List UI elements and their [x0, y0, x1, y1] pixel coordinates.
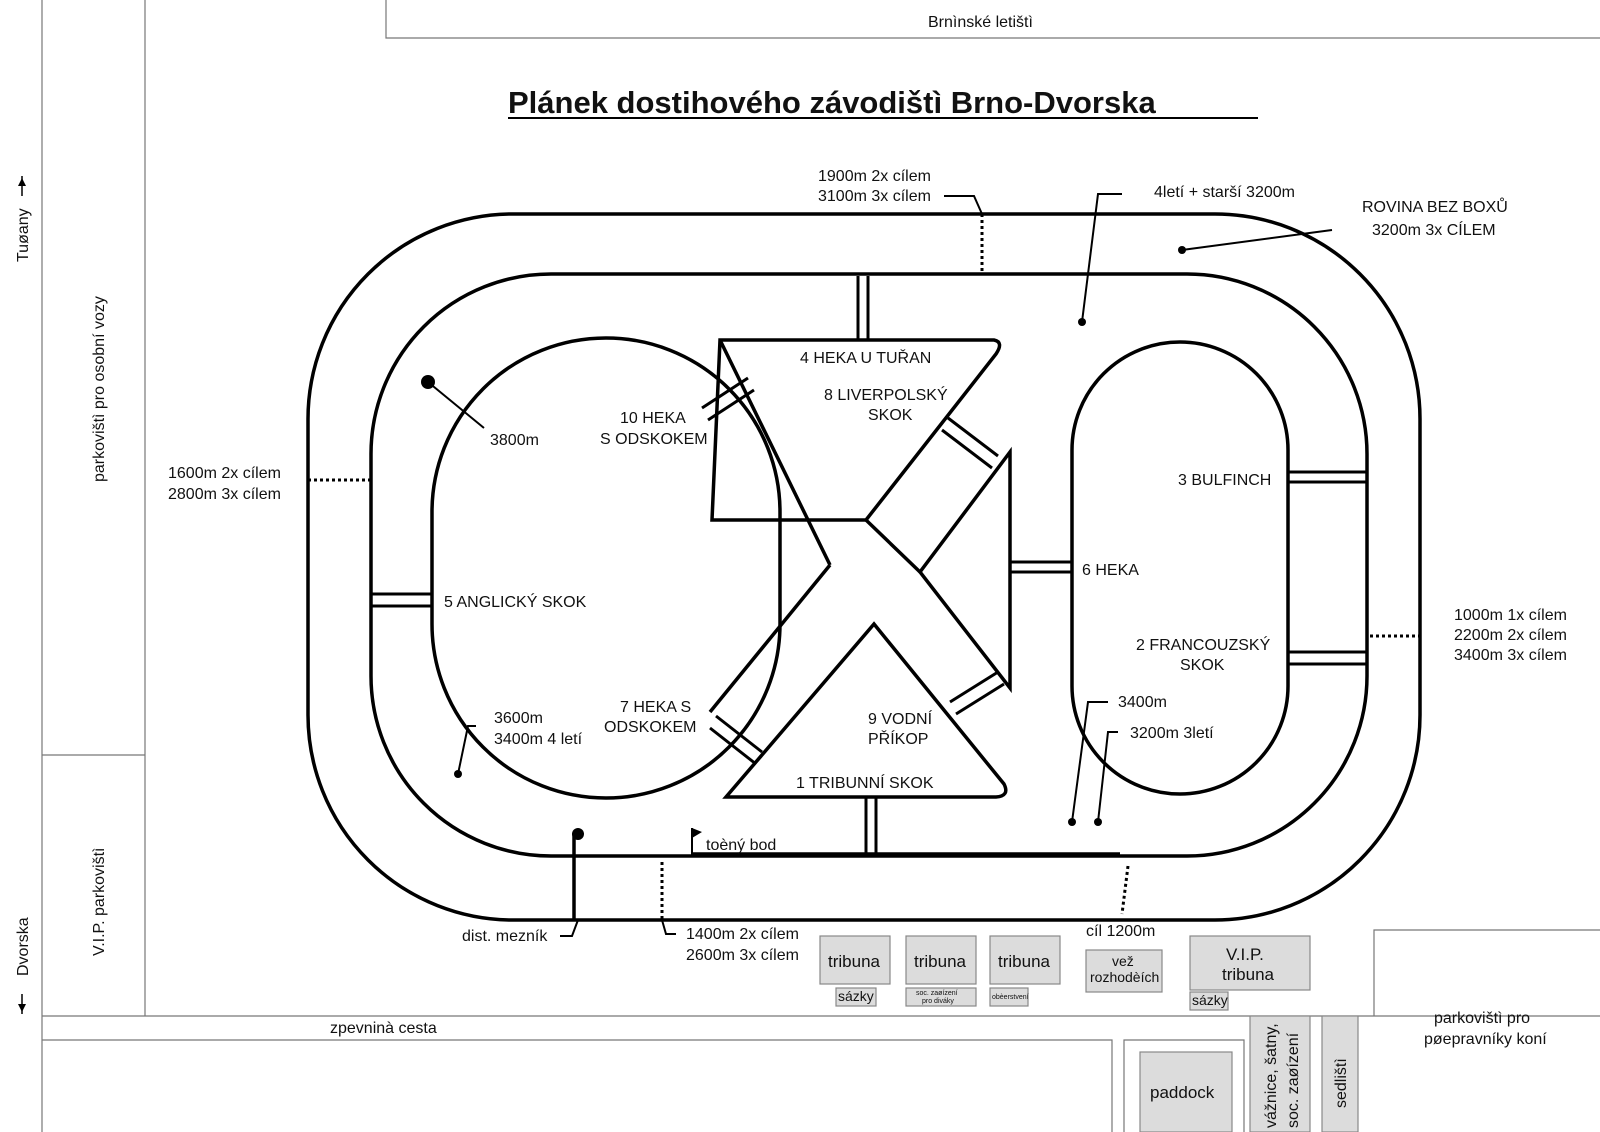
obstacle-5-label: 5 ANGLICKÝ SKOK [444, 592, 587, 611]
judges-tower-box [1085, 949, 1163, 993]
paved-road-label: zpevninà cesta [330, 1020, 437, 1037]
tribuna-2-box [905, 935, 977, 985]
rovina-label-1: ROVINA BEZ BOXŮ [1362, 197, 1508, 216]
obstacle-8-label-2: SKOK [868, 407, 913, 424]
social-label-1: soc. zaøízení [916, 990, 958, 997]
stables-box [1249, 1015, 1311, 1132]
dist-3600-label: 3600m [494, 710, 543, 727]
dist-marker-label: dist. mezník [462, 928, 548, 945]
tribuna-3-box [989, 935, 1061, 985]
stables-label-1: vážnice, šatny, [1263, 1023, 1280, 1128]
obstacle-9-label-2: PŘÍKOP [868, 729, 928, 748]
dist-1600-label: 1600m 2x cílem [168, 465, 281, 482]
obstacle-6-label: 6 HEKA [1082, 562, 1139, 579]
rovina-label-2: 3200m 3x CÍLEM [1372, 220, 1496, 239]
paddock-box [1139, 1051, 1233, 1132]
obstacle-7-label-1: 7 HEKA S [620, 699, 691, 716]
dvorska-road-label: Dvorska [15, 917, 32, 976]
horse-parking-label-2: pøepravníky koní [1424, 1031, 1547, 1048]
tribuna-1-label: tribuna [828, 952, 881, 971]
social-label-2: pro diváky [922, 998, 954, 1005]
vip-parking-label: V.I.P. parkovištì [91, 847, 108, 956]
dist-3400-3x-label: 3400m 3x cílem [1454, 647, 1567, 664]
dist-2600-label: 2600m 3x cílem [686, 947, 799, 964]
dist-3100-label: 3100m 3x cílem [818, 188, 931, 205]
start-markers [308, 214, 1420, 920]
dist-1000-label: 1000m 1x cílem [1454, 607, 1567, 624]
dist-2200-label: 2200m 2x cílem [1454, 627, 1567, 644]
judges-tower-label-1: vež [1112, 953, 1134, 969]
car-parking-label: parkovištì pro osobní vozy [91, 296, 108, 482]
betting-2-box [1189, 991, 1229, 1011]
dist-3400-label: 3400m [1118, 694, 1167, 711]
obstacle-10-label-2: S ODSKOKEM [600, 431, 708, 448]
betting-1-box [835, 987, 877, 1007]
vip-tribuna-label-1: V.I.P. [1226, 945, 1264, 964]
buildings [819, 935, 1359, 1132]
obstacle-3-label: 3 BULFINCH [1178, 472, 1271, 489]
obstacle-2-label-2: SKOK [1180, 657, 1225, 674]
vip-tribuna-box [1189, 935, 1311, 991]
dist-3400-4yr-label: 3400m 4 letí [494, 731, 583, 748]
dist-3800-label: 3800m [490, 432, 539, 449]
airport-label: Brnìnské letištì [928, 14, 1033, 31]
tribuna-2-label: tribuna [914, 952, 967, 971]
betting-2-label: sázky [1192, 992, 1228, 1008]
paddock-label: paddock [1150, 1083, 1215, 1102]
tribuna-1-box [819, 935, 891, 985]
obstacle-2-label-1: 2 FRANCOUZSKÝ [1136, 635, 1271, 654]
horse-parking-label-1: parkovištì pro [1434, 1010, 1530, 1027]
road-arrows [18, 176, 26, 1014]
saddling-label: sedlištì [1333, 1058, 1350, 1108]
tribuna-3-label: tribuna [998, 952, 1051, 971]
refreshments-label: obèerstvení [992, 994, 1029, 1001]
dist-3200-3yr-label: 3200m 3letí [1130, 725, 1214, 742]
dist-2800-label: 2800m 3x cílem [168, 486, 281, 503]
obstacle-bars [371, 276, 1366, 856]
vip-tribuna-label-2: tribuna [1222, 965, 1275, 984]
obstacle-7-label-2: ODSKOKEM [604, 719, 696, 736]
obstacle-4-label: 4 HEKA U TUŘAN [800, 348, 931, 367]
map-title: Plánek dostihového závodištì Brno-Dvorsk… [508, 85, 1156, 120]
obstacle-9-label-1: 9 VODNÍ [868, 709, 933, 728]
stables-label-2: soc. zaøízení [1285, 1032, 1302, 1128]
track-lines [306, 212, 1422, 922]
obstacle-10-label-1: 10 HEKA [620, 410, 686, 427]
saddling-box [1321, 1015, 1359, 1132]
betting-1-label: sázky [838, 988, 874, 1004]
tucany-road-label: Tuøany [15, 208, 32, 262]
judges-tower-label-2: rozhodèích [1090, 969, 1159, 985]
obstacle-1-label: 1 TRIBUNNÍ SKOK [796, 773, 934, 792]
social-box [905, 987, 977, 1007]
dist-1400-label: 1400m 2x cílem [686, 926, 799, 943]
finish-1200-label: cíl 1200m [1086, 923, 1155, 940]
dist-4yr-label: 4letí + starší 3200m [1154, 184, 1295, 201]
leader-lines [421, 193, 1333, 937]
dist-1900-label: 1900m 2x cílem [818, 168, 931, 185]
turn-point-label: toèný bod [706, 837, 776, 854]
obstacle-8-label-1: 8 LIVERPOLSKÝ [824, 385, 948, 404]
site-boundaries [41, 0, 1600, 1132]
refreshments-box [989, 987, 1029, 1007]
